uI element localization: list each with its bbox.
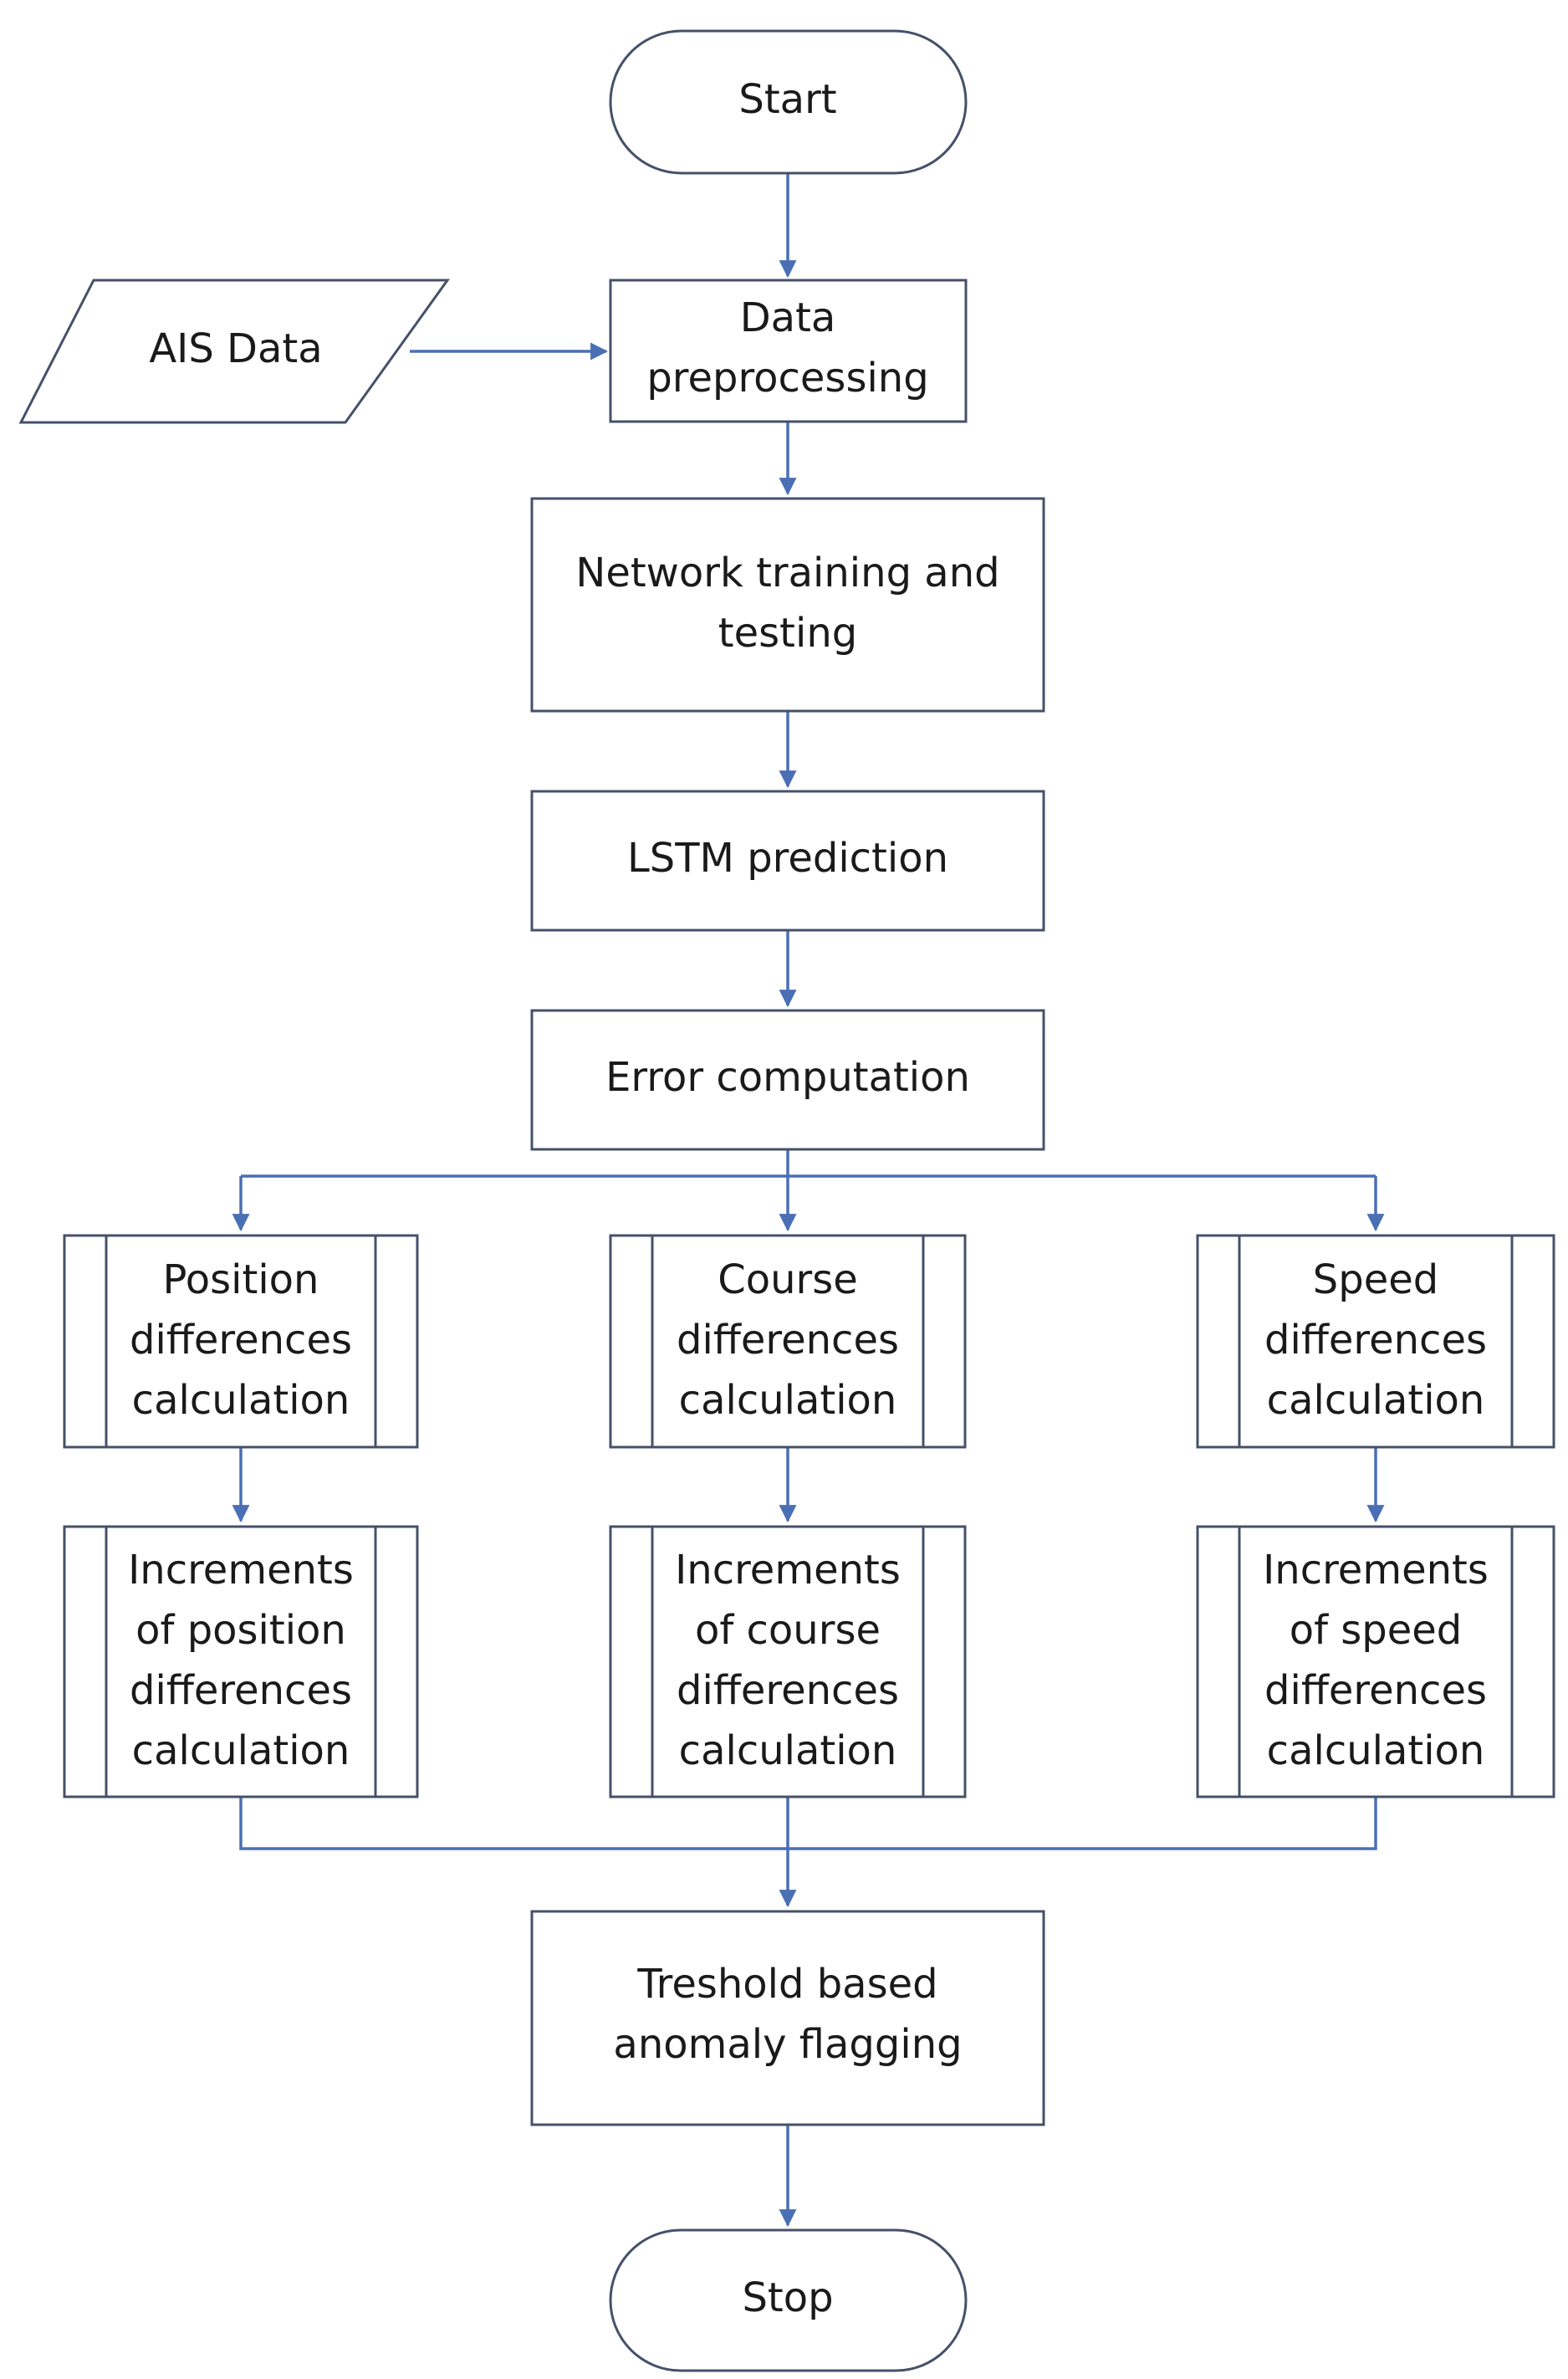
connectors (232, 173, 1385, 2228)
lstm-node: LSTM prediction (530, 790, 1045, 932)
threshold-label-line2: anomaly flagging (613, 2021, 962, 2068)
speed-diff-line3: calculation (1267, 1377, 1485, 1424)
stop-label: Stop (742, 2274, 833, 2321)
course-inc-line3: differences (677, 1667, 899, 1714)
speed-inc-line3: differences (1264, 1667, 1487, 1714)
position-diff-node: Position differences calculation (63, 1234, 419, 1449)
course-inc-line2: of course (695, 1607, 881, 1654)
training-label-line2: testing (718, 610, 857, 657)
error-node: Error computation (530, 1009, 1045, 1151)
course-inc-line1: Increments (675, 1547, 901, 1594)
position-diff-line1: Position (163, 1256, 319, 1303)
training-label-line1: Network training and (575, 550, 999, 596)
course-inc-node: Increments of course differences calcula… (609, 1525, 967, 1798)
ais-data-label: AIS Data (149, 325, 322, 372)
preprocessing-label-line1: Data (740, 294, 836, 341)
course-diff-line2: differences (677, 1317, 899, 1363)
lstm-label: LSTM prediction (627, 835, 948, 882)
position-diff-line3: calculation (132, 1377, 350, 1424)
error-label: Error computation (605, 1054, 970, 1101)
course-diff-line1: Course (718, 1256, 858, 1303)
speed-inc-line4: calculation (1267, 1727, 1485, 1774)
position-diff-line2: differences (130, 1317, 352, 1363)
speed-diff-node: Speed differences calculation (1196, 1234, 1555, 1449)
threshold-label-line1: Treshold based (636, 1961, 937, 2008)
speed-inc-node: Increments of speed differences calculat… (1196, 1525, 1555, 1798)
course-diff-node: Course differences calculation (609, 1234, 967, 1449)
speed-diff-line2: differences (1264, 1317, 1487, 1363)
training-node: Network training and testing (530, 497, 1045, 713)
start-label: Start (738, 76, 836, 123)
start-node: Start (609, 29, 968, 175)
stop-node: Stop (609, 2228, 968, 2372)
preprocessing-node: Data preprocessing (609, 279, 968, 423)
threshold-node: Treshold based anomaly flagging (530, 1910, 1045, 2126)
course-inc-line4: calculation (679, 1727, 897, 1774)
speed-diff-line1: Speed (1313, 1256, 1438, 1303)
position-inc-line4: calculation (132, 1727, 350, 1774)
speed-inc-line1: Increments (1263, 1547, 1489, 1594)
connector-merge (239, 1797, 1377, 1850)
position-inc-line1: Increments (128, 1547, 354, 1594)
course-diff-line3: calculation (679, 1377, 897, 1424)
position-inc-line2: of position (135, 1607, 346, 1654)
ais-data-input: AIS Data (18, 279, 450, 424)
position-inc-line3: differences (130, 1667, 352, 1714)
speed-inc-line2: of speed (1290, 1607, 1463, 1654)
preprocessing-label-line2: preprocessing (646, 355, 928, 402)
position-inc-node: Increments of position differences calcu… (63, 1525, 419, 1798)
